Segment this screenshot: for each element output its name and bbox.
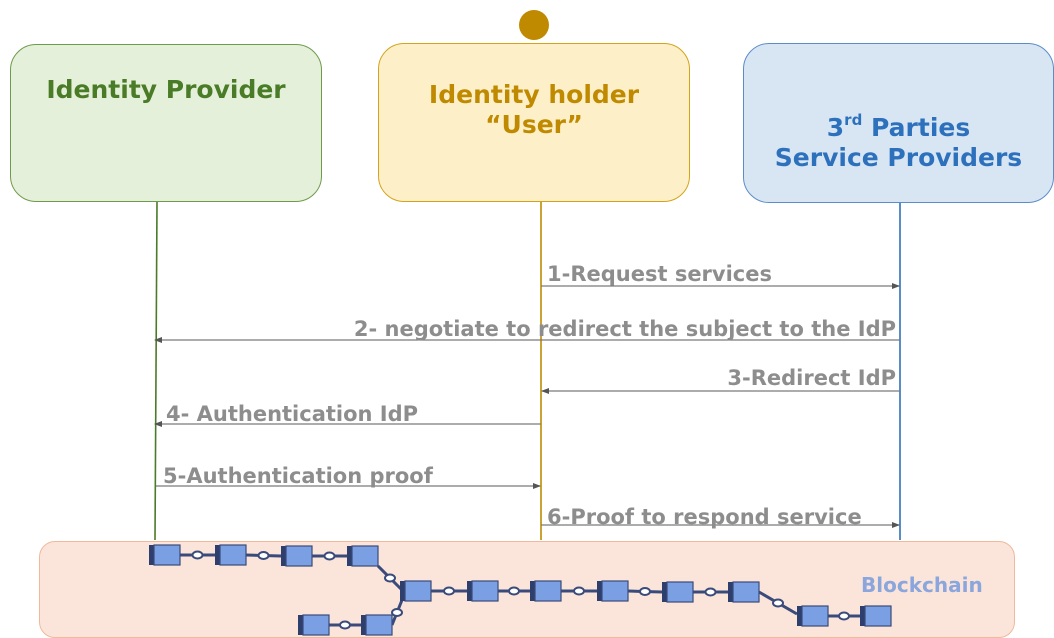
block-icon xyxy=(298,614,330,636)
chain-ring xyxy=(508,586,520,596)
chain-ring xyxy=(573,586,585,596)
block-icon xyxy=(400,580,432,602)
idp-lifeline xyxy=(154,201,158,541)
block-icon xyxy=(467,580,499,602)
block-icon xyxy=(860,605,892,627)
user-title: Identity holder “User” xyxy=(428,80,640,139)
chain-ring xyxy=(339,620,351,630)
chain-ring xyxy=(838,611,850,621)
service-providers-box: 3rd Parties Service Providers xyxy=(743,43,1054,203)
chain-ring xyxy=(191,550,204,560)
message-label-1: 1-Request services xyxy=(547,262,772,286)
block-icon xyxy=(281,545,313,567)
block-icon xyxy=(662,581,694,603)
chain-ring xyxy=(384,573,396,583)
chain-ring xyxy=(391,608,403,617)
block-icon xyxy=(215,544,247,566)
chain-ring xyxy=(257,551,270,560)
chain-ring xyxy=(704,587,717,597)
block-icon xyxy=(347,545,379,567)
block-icon xyxy=(149,544,181,566)
message-label-3: 3-Redirect IdP xyxy=(727,366,896,390)
block-icon xyxy=(361,614,393,636)
block-icon xyxy=(797,605,829,627)
identity-provider-title: Identity Provider xyxy=(46,75,286,104)
blockchain-label: Blockchain xyxy=(861,573,983,597)
block-icon xyxy=(597,580,629,602)
chain-ring xyxy=(772,598,784,608)
chain-ring xyxy=(443,586,455,596)
message-label-6: 6-Proof to respond service xyxy=(547,505,862,529)
message-label-2: 2- negotiate to redirect the subject to … xyxy=(353,317,896,341)
chain-ring xyxy=(639,587,651,596)
chain-ring xyxy=(323,551,336,561)
blockchain-chain xyxy=(149,544,892,636)
message-label-5: 5-Authentication proof xyxy=(163,464,433,488)
message-label-4: 4- Authentication IdP xyxy=(166,402,419,426)
identity-provider-box: Identity Provider xyxy=(10,44,322,202)
block-icon xyxy=(728,581,760,603)
service-providers-title-line1: 3rd Parties xyxy=(826,110,971,142)
block-icon xyxy=(530,580,562,602)
service-providers-title-line2: Service Providers xyxy=(774,143,1023,172)
user-box: Identity holder “User” xyxy=(378,43,690,202)
